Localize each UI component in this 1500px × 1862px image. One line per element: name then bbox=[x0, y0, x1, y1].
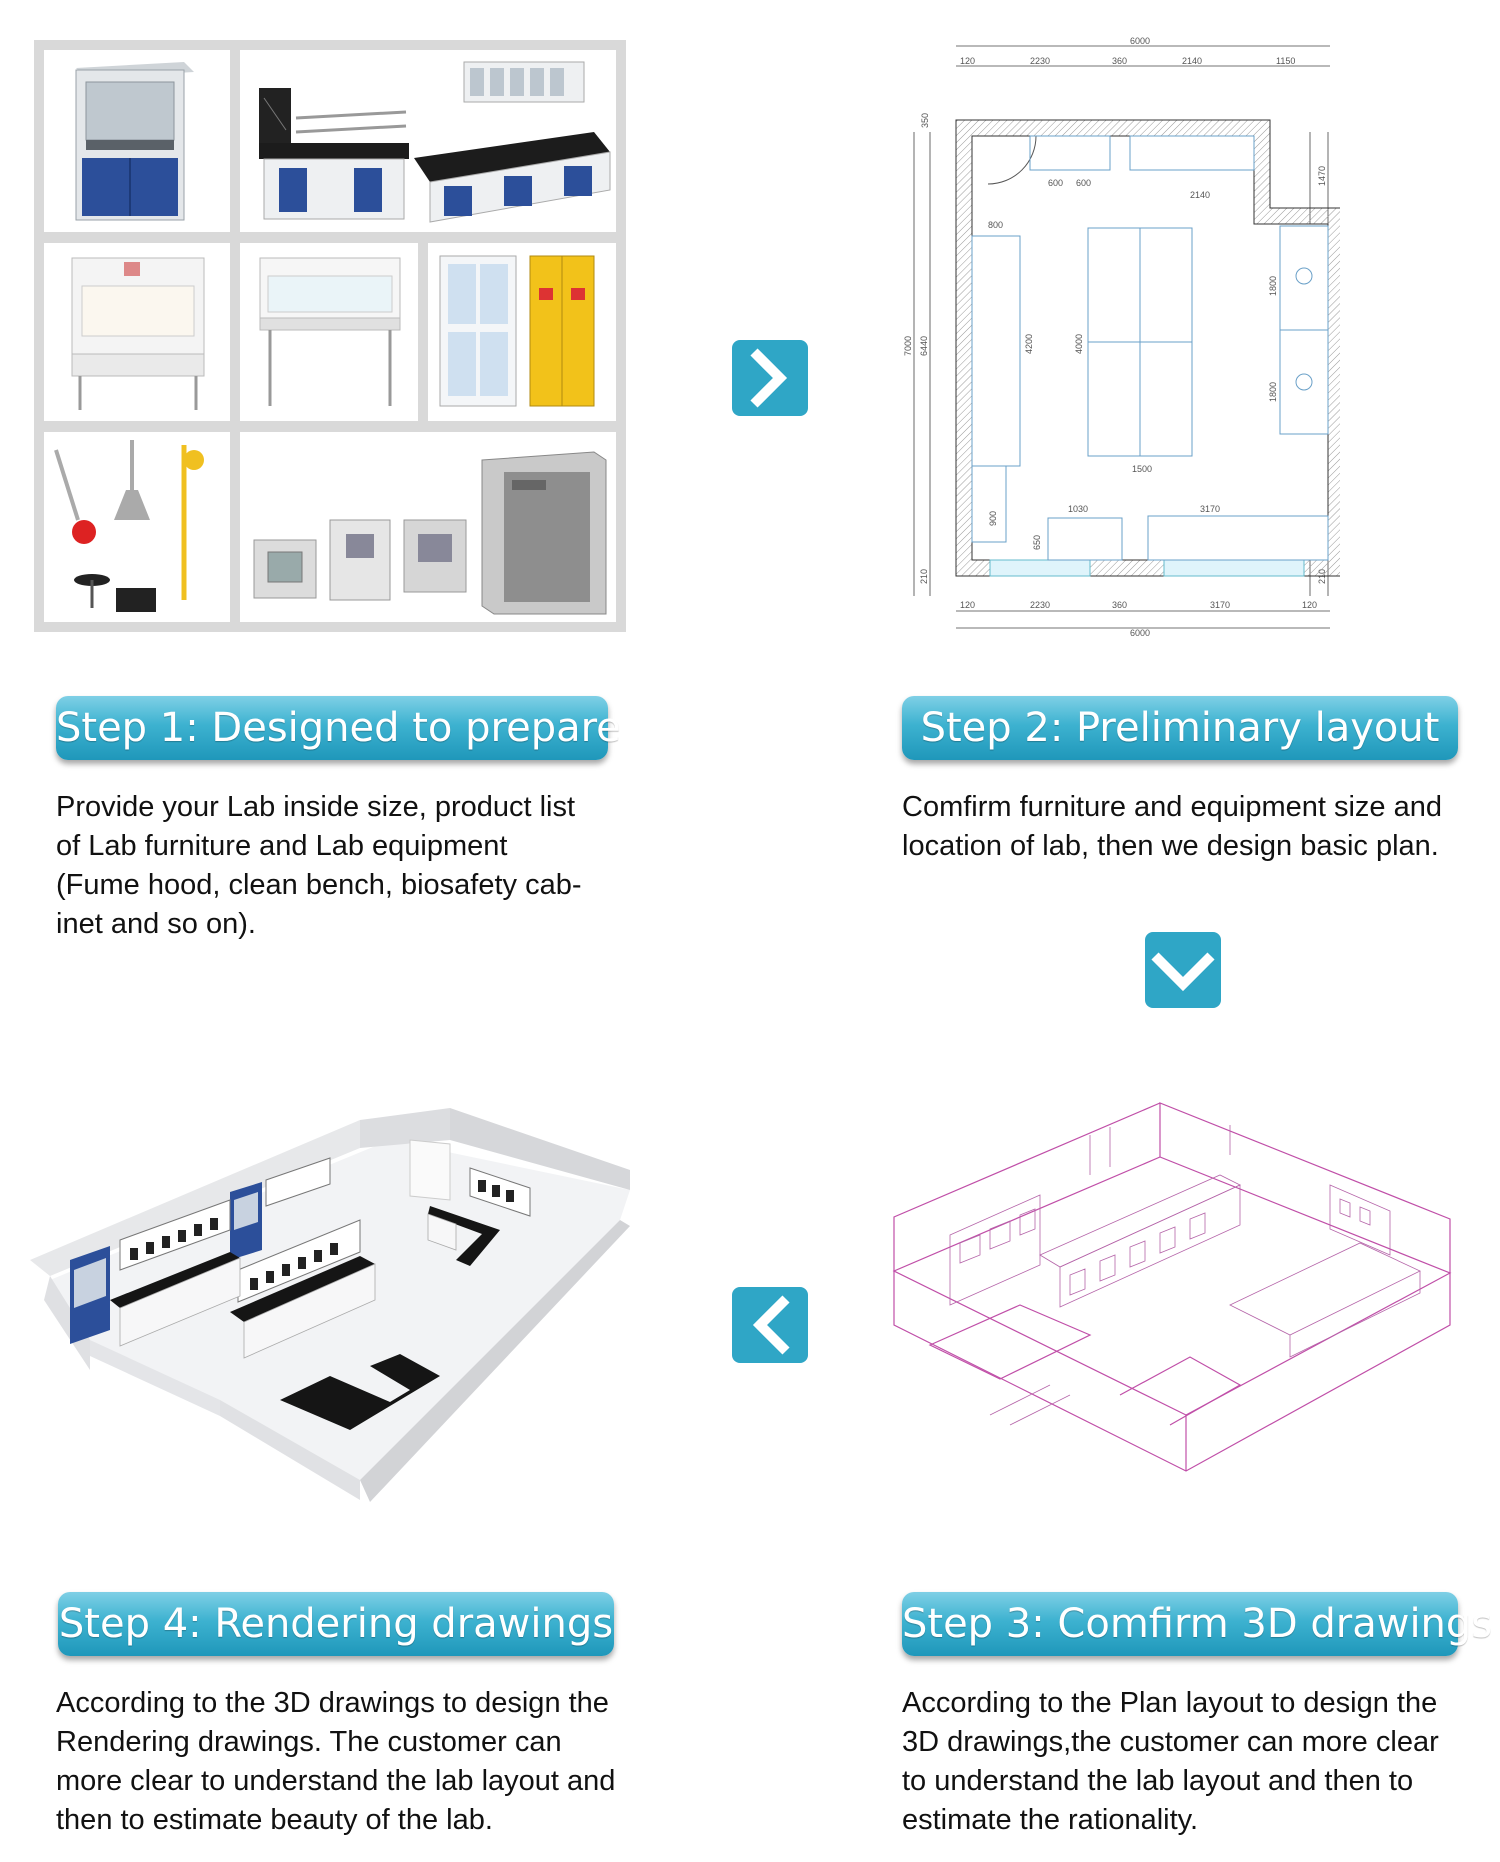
step-1-line-1: Provide your Lab inside size, product li… bbox=[56, 791, 576, 823]
plan-top-seg-4: 2140 bbox=[1182, 56, 1202, 66]
plan-bottom-seg-1: 120 bbox=[960, 600, 975, 610]
plan-top-seg-2: 2230 bbox=[1030, 56, 1050, 66]
plan-dim: 4200 bbox=[1024, 334, 1034, 354]
plan-left-dim-4: 210 bbox=[919, 569, 929, 584]
plan-dim: 800 bbox=[988, 220, 1003, 230]
clean-bench-picture bbox=[259, 257, 401, 406]
step-4-line-1: According to the 3D drawings to design t… bbox=[56, 1687, 609, 1719]
plan-dim: 600 bbox=[1076, 178, 1091, 188]
rendered-fume-hoods bbox=[70, 1182, 262, 1344]
chevron-left-icon bbox=[730, 1285, 810, 1365]
storage-cabinet-picture bbox=[439, 255, 595, 407]
plan-top-seg-1: 120 bbox=[960, 56, 975, 66]
step-4-line-3: more clear to understand the lab layout … bbox=[56, 1765, 616, 1797]
step-3-line-4: estimate the rationality. bbox=[902, 1804, 1199, 1836]
plan-dim: 650 bbox=[1032, 535, 1042, 550]
step-4-line-4: then to estimate beauty of the lab. bbox=[56, 1804, 493, 1836]
chevron-down-icon bbox=[1143, 930, 1223, 1010]
plan-bottom-seg-3: 360 bbox=[1112, 600, 1127, 610]
step-1-line-2: of Lab furniture and Lab equipment bbox=[56, 830, 508, 862]
plan-bottom-seg-2: 2230 bbox=[1030, 600, 1050, 610]
biosafety-cabinet-picture bbox=[71, 257, 205, 410]
wireframe-3d-drawing bbox=[890, 1095, 1460, 1495]
plan-left-dim-2: 7000 bbox=[903, 336, 913, 356]
step-1-line-3: (Fume hood, clean bench, biosafety cab- bbox=[56, 869, 582, 901]
plan-dim: 2140 bbox=[1190, 190, 1210, 200]
step-3-description: According to the Plan layout to design t… bbox=[902, 1684, 1492, 1840]
step-1-badge: Step 1: Designed to prepare bbox=[56, 696, 621, 760]
step-1-line-4: inet and so on). bbox=[56, 908, 256, 940]
plan-top-total: 6000 bbox=[1130, 36, 1150, 46]
plan-top-seg-3: 360 bbox=[1112, 56, 1127, 66]
plan-left-dim-3: 6440 bbox=[919, 336, 929, 356]
lab-bench-picture bbox=[259, 61, 611, 223]
plan-inner-dims: 600 600 2140 800 4200 4000 1800 1800 150… bbox=[988, 178, 1278, 550]
step-3-line-1: According to the Plan layout to design t… bbox=[902, 1687, 1438, 1719]
step-2-badge: Step 2: Preliminary layout bbox=[902, 696, 1458, 760]
plan-bottom-seg-5: 120 bbox=[1302, 600, 1317, 610]
product-collage-image bbox=[44, 50, 616, 622]
plan-dim: 3170 bbox=[1200, 504, 1220, 514]
plan-left-dim-1: 350 bbox=[920, 113, 930, 128]
plan-dim: 600 bbox=[1048, 178, 1063, 188]
step-2-line-2: location of lab, then we design basic pl… bbox=[902, 830, 1439, 862]
plan-top-seg-5: 1150 bbox=[1276, 56, 1295, 66]
chevron-right-icon bbox=[730, 338, 810, 418]
product-collage bbox=[34, 40, 626, 632]
step-3-badge: Step 3: Comfirm 3D drawings bbox=[902, 1592, 1492, 1656]
plan-bottom-seg-4: 3170 bbox=[1210, 600, 1230, 610]
fume-hood-picture bbox=[75, 62, 194, 221]
pass-box-picture bbox=[253, 451, 607, 615]
step-3-line-2: 3D drawings,the customer can more clear bbox=[902, 1726, 1439, 1758]
step-3-line-3: to understand the lab layout and then to bbox=[902, 1765, 1414, 1797]
step-4-description: According to the 3D drawings to design t… bbox=[56, 1684, 676, 1840]
plan-dim: 1030 bbox=[1068, 504, 1088, 514]
plan-bottom-total: 6000 bbox=[1130, 628, 1150, 638]
plan-dim: 1500 bbox=[1132, 464, 1152, 474]
plan-dim: 1800 bbox=[1268, 276, 1278, 296]
step-1-description: Provide your Lab inside size, product li… bbox=[56, 788, 656, 944]
step-4-badge: Step 4: Rendering drawings bbox=[58, 1592, 614, 1656]
plan-dim: 1800 bbox=[1268, 382, 1278, 402]
plan-right-dim-1: 1470 bbox=[1317, 166, 1327, 186]
rendering-3d-image bbox=[30, 1100, 640, 1520]
step-2-description: Comfirm furniture and equipment size and… bbox=[902, 788, 1492, 866]
floor-plan-drawing: 6000 120 2230 360 2140 1150 120 2230 360… bbox=[900, 36, 1340, 638]
plan-dim: 4000 bbox=[1074, 334, 1084, 354]
step-2-line-1: Comfirm furniture and equipment size and bbox=[902, 791, 1442, 823]
accessories-picture bbox=[54, 440, 204, 612]
step-4-line-2: Rendering drawings. The customer can bbox=[56, 1726, 562, 1758]
plan-dim: 900 bbox=[988, 511, 998, 526]
